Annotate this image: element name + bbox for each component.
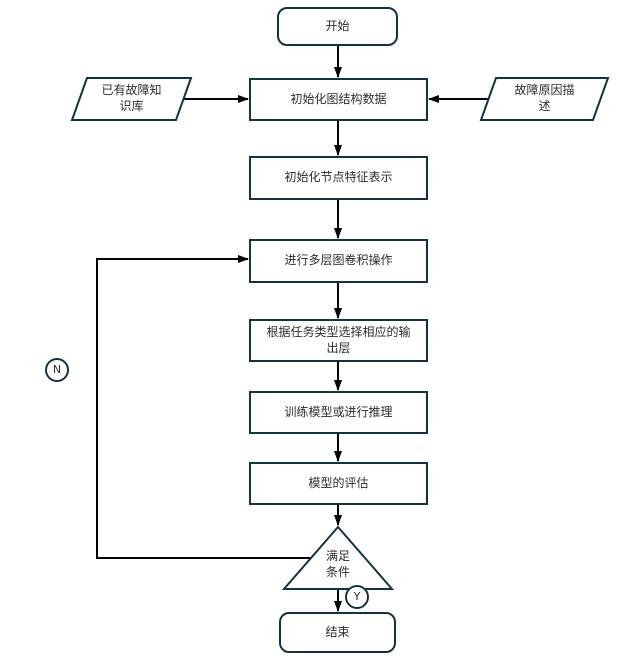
edge-condition-no-loop-to-graph-conv (96, 255, 311, 559)
init-features-node-shape (249, 156, 428, 200)
yes-branch-circle (345, 585, 369, 609)
start-node-label: 开始 (325, 18, 350, 33)
train-infer-node-label: 训练模型或进行推理 (284, 404, 393, 419)
yes-branch-label: Y (353, 589, 361, 603)
output-layer-node-shape (249, 319, 428, 362)
graph-conv-node-label: 进行多层图卷积操作 (284, 253, 393, 268)
knowledge-base-node-label: 已有故障知 识库 (101, 83, 162, 113)
condition-node-label: 满足 条件 (325, 549, 350, 579)
graph-conv-node-shape (249, 239, 428, 283)
knowledge-base-node-shape (70, 77, 193, 121)
output-layer-node-label: 根据任务类型选择相应的输 出层 (266, 324, 411, 355)
init-graph-node-label: 初始化图结构数据 (290, 91, 387, 106)
condition-node-shape (281, 525, 395, 590)
fault-description-node-label: 故障原因描 述 (514, 83, 575, 113)
start-node-shape (277, 7, 398, 46)
train-infer-node-shape (249, 391, 428, 434)
init-graph-node-shape (249, 78, 428, 121)
evaluate-node-label: 模型的评估 (308, 475, 369, 490)
no-branch-label: N (52, 362, 62, 376)
init-features-node-label: 初始化节点特征表示 (284, 170, 393, 185)
fault-description-node-shape (479, 77, 610, 121)
evaluate-node-shape (249, 462, 428, 505)
no-branch-circle (45, 358, 69, 382)
end-node-shape (279, 612, 396, 653)
end-node-label: 结束 (325, 624, 350, 639)
